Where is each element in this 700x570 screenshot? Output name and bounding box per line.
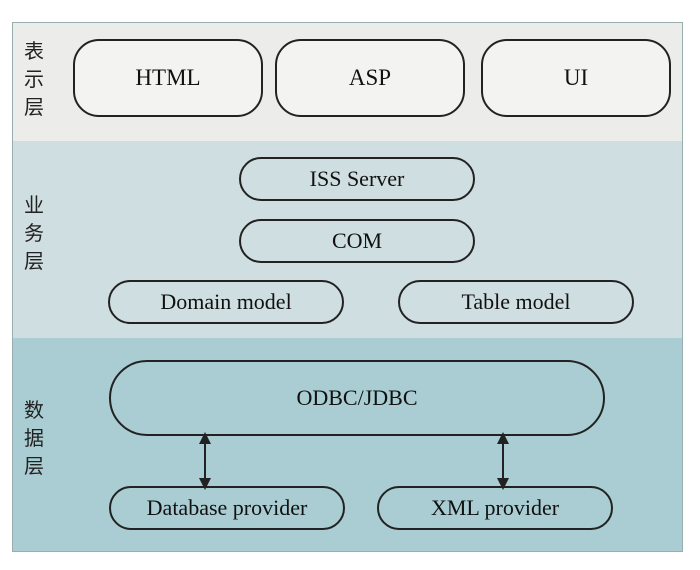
ui-node-label: UI [563,65,589,90]
connector-arrows [199,432,509,490]
table-model-node: Table model [398,280,634,324]
database-provider-node: Database provider [109,486,345,530]
domain-model-node: Domain model [108,280,344,324]
xml-provider-node: XML provider [377,486,613,530]
odbc-jdbc-node-label: ODBC/JDBC [296,385,418,410]
ui-node: UI [481,39,671,117]
data-layer-label: 数据层 [24,398,44,478]
com-node: COM [239,219,475,263]
html-node: HTML [73,39,263,117]
com-node-label: COM [331,228,383,253]
presentation-layer-label: 表示层 [24,39,44,119]
domain-model-node-label: Domain model [160,289,292,314]
asp-node-label: ASP [348,65,392,90]
business-layer-label: 业务层 [24,193,44,273]
asp-node: ASP [275,39,465,117]
three-tier-architecture-diagram: 表示层 HTML ASP UI 业务层 ISS Server COM Domai… [12,22,683,552]
xml-provider-node-label: XML provider [430,495,560,520]
iss-server-node-label: ISS Server [309,166,405,191]
database-provider-node-label: Database provider [146,495,308,520]
iss-server-node: ISS Server [239,157,475,201]
business-layer: 业务层 ISS Server COM Domain model Table mo… [13,141,682,338]
presentation-layer: 表示层 HTML ASP UI [13,23,682,141]
table-model-node-label: Table model [461,289,571,314]
odbc-jdbc-node: ODBC/JDBC [109,360,605,436]
html-node-label: HTML [135,65,201,90]
data-layer: 数据层 ODBC/JDBC Database provider XML prov… [13,338,682,551]
